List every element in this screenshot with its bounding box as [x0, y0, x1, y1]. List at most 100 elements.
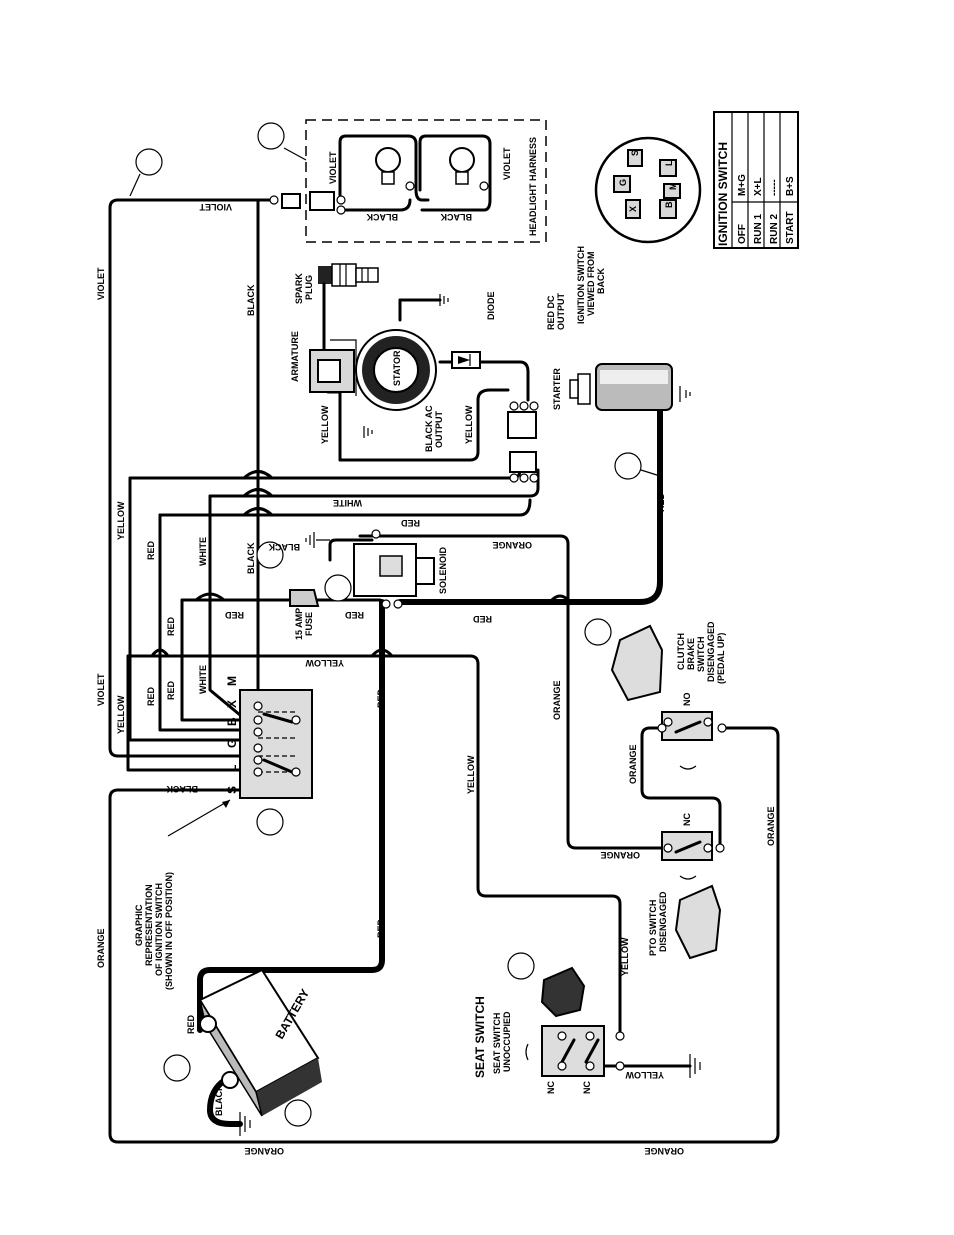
callout-circle	[507, 952, 535, 980]
orange-wire-label: ORANGE	[492, 540, 532, 550]
white-wire-label: WHITE	[198, 537, 208, 566]
contact-nc-label: NC	[582, 1081, 592, 1094]
black-ac-output-label: BLACK AC	[424, 405, 434, 452]
fuse-label: FUSE	[304, 612, 314, 636]
ignition-table: IGNITION SWITCH OFF RUN 1 RUN 2 START M+…	[713, 111, 799, 249]
orange-wire-label: ORANGE	[552, 680, 562, 720]
yellow-wire-label: YELLOW	[620, 937, 630, 976]
yellow-wire-label: YELLOW	[466, 755, 476, 794]
callout-circle	[284, 1099, 312, 1127]
contact-nc-label: NC	[546, 1081, 556, 1094]
red-wire-label: RED	[376, 688, 386, 708]
callout-circle	[614, 452, 642, 480]
red-wire-label: RED	[166, 680, 176, 700]
yellow-wire-label: YELLOW	[116, 501, 126, 540]
ignition-terminal-g: G	[618, 179, 628, 186]
clutch-switch-label: DISENGAGED	[706, 621, 716, 682]
ignition-switch-back-view: S L M B X G IGNITION SWITCH VIEWED FROM …	[576, 136, 702, 324]
graphic-rep-label: GRAPHIC	[134, 904, 144, 946]
callout-circle	[163, 1054, 191, 1082]
engine: STATOR SPARK PLUG ARMATURE YELLOW BLACK …	[290, 263, 691, 483]
starter-motor	[569, 363, 691, 411]
pto-switch-label: DISENGAGED	[658, 891, 668, 952]
ignition-view-label: IGNITION SWITCH	[576, 246, 586, 324]
solenoid: SOLENOID	[353, 529, 448, 609]
ignition-row-conn: B+S	[785, 176, 796, 196]
solenoid-label: SOLENOID	[438, 546, 448, 594]
spark-plug-label: PLUG	[304, 275, 314, 300]
ignition-terminal-s: S	[630, 150, 640, 156]
switch-terminal-g: G	[225, 739, 239, 748]
starter-label: STARTER	[552, 368, 562, 410]
callout-circles	[129, 122, 661, 1127]
callout-circle	[324, 574, 352, 602]
switch-terminal-l: L	[225, 765, 239, 772]
ignition-terminal-m: M	[668, 183, 678, 191]
ignition-terminal-l: L	[664, 160, 674, 166]
headlight-harness: HEADLIGHT HARNESS VIOLET VIOLET BLACK BL…	[269, 119, 547, 243]
ground-icon	[363, 426, 373, 438]
switch-terminal-m: M	[225, 676, 239, 686]
ignition-row-conn: X+L	[753, 177, 764, 196]
wire-network	[108, 198, 780, 1144]
engine-connector	[507, 401, 539, 483]
graphic-rep-label: (SHOWN IN OFF POSITION)	[164, 872, 174, 990]
orange-wire-label: ORANGE	[600, 850, 640, 860]
spark-plug-icon	[318, 263, 379, 287]
switch-terminal-s: S	[225, 786, 239, 794]
callout-circle	[256, 808, 284, 836]
ignition-row-pos: RUN 1	[753, 214, 764, 244]
battery: BATTERY	[198, 968, 322, 1117]
red-dc-output-label: OUTPUT	[556, 293, 566, 331]
red-dc-output-label: RED DC	[546, 295, 556, 330]
ignition-row-pos: START	[785, 211, 796, 244]
orange-wire-label: ORANGE	[644, 1146, 684, 1156]
switch-terminal-x: X	[225, 700, 239, 708]
headlight-harness-label: HEADLIGHT HARNESS	[528, 137, 538, 236]
red-wire-label: RED	[146, 540, 156, 560]
ignition-switch-graphic: M X B G L S	[225, 676, 313, 799]
diode-icon	[451, 351, 481, 369]
red-wire-label: RED	[186, 1014, 196, 1034]
black-ac-output-label: OUTPUT	[434, 411, 444, 449]
black-wire-label: BLACK	[246, 542, 256, 574]
red-wire-label: RED	[656, 492, 666, 512]
white-wire-label: WHITE	[333, 498, 362, 508]
callout-circle	[584, 618, 612, 646]
yellow-wire-label: YELLOW	[116, 695, 126, 734]
yellow-wire-label: YELLOW	[305, 658, 344, 668]
contact-nc-label: NC	[682, 813, 692, 826]
yellow-wire-label: YELLOW	[625, 1070, 664, 1080]
red-wire-label: RED	[472, 614, 492, 624]
black-wire-label: BLACK	[268, 542, 300, 552]
yellow-wire-label: YELLOW	[464, 405, 474, 444]
clutch-switch-label: (PEDAL UP)	[716, 633, 726, 684]
violet-wire-label: VIOLET	[96, 673, 106, 706]
ignition-terminal-x: X	[628, 206, 638, 212]
fuse-label: 15 AMP	[294, 608, 304, 640]
seat-switch-label: UNOCCUPIED	[502, 1011, 512, 1072]
orange-wire-label: ORANGE	[244, 1146, 284, 1156]
black-wire-label: BLACK	[440, 212, 472, 222]
spark-plug-label: SPARK	[294, 273, 304, 304]
armature-label: ARMATURE	[290, 331, 300, 382]
graphic-rep-label: OF IGNITION SWITCH	[154, 883, 164, 976]
red-wire-label: RED	[146, 686, 156, 706]
orange-wire-label: ORANGE	[766, 806, 776, 846]
armature	[309, 339, 357, 396]
ground-icon	[239, 1112, 251, 1136]
violet-wire-label: VIOLET	[328, 151, 338, 184]
stator	[355, 329, 437, 411]
headlight-bulb-icon	[375, 147, 401, 185]
ignition-row-conn: -----	[769, 179, 780, 196]
ignition-view-label: VIEWED FROM	[586, 252, 596, 317]
switch-terminal-b: B	[225, 717, 239, 726]
headlight-bulb-icon	[449, 147, 475, 185]
graphic-rep-label: REPRESENTATION	[144, 884, 154, 966]
red-wire-label: RED	[376, 918, 386, 938]
wire-labels: VIOLET VIOLET VIOLET BLACK BLACK BLACK B…	[96, 202, 776, 1156]
pto-switch: NC PTO SWITCH DISENGAGED	[648, 813, 725, 960]
seat-switch-label: SEAT SWITCH	[492, 1013, 502, 1074]
red-wire-label: RED	[344, 610, 364, 620]
